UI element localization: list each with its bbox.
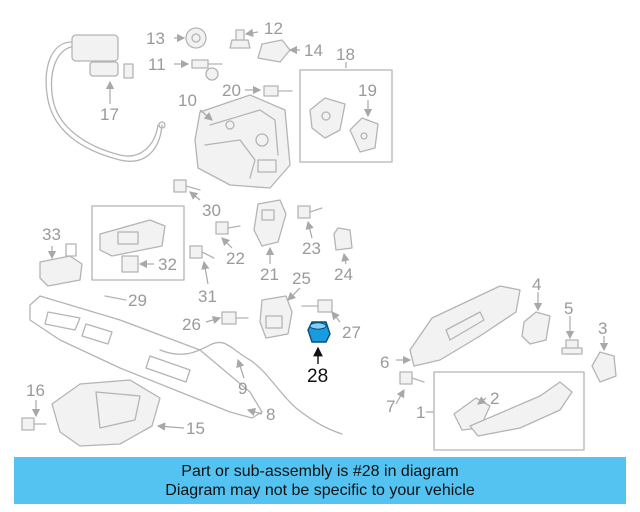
- door-latch-part: [194, 94, 291, 189]
- callout-30: 30: [202, 201, 221, 220]
- callout-28: 28: [307, 366, 328, 387]
- callout-9: 9: [238, 379, 247, 398]
- callout-5: 5: [564, 299, 573, 318]
- cap-part: [257, 39, 291, 63]
- cap-3-part: [591, 351, 617, 383]
- seal-4-part: [521, 311, 551, 345]
- banner-line-part-number: Part or sub-assembly is #28 in diagram: [181, 462, 459, 480]
- parts-diagram: 13 12 14 18 11 20 19 10 17 30 33 23 22 3…: [21, 19, 617, 451]
- handle-base-6-part: [409, 285, 521, 367]
- callout-19: 19: [358, 81, 377, 100]
- striker-kit-box: [299, 69, 393, 163]
- callout-10: 10: [178, 91, 197, 110]
- bolt-7-part: [399, 371, 425, 385]
- callout-6: 6: [380, 353, 389, 372]
- callout-2: 2: [490, 389, 499, 408]
- connector-33-part: [39, 243, 83, 287]
- bolt-23-part: [297, 205, 323, 219]
- callout-16: 16: [26, 381, 45, 400]
- cable-9-part: [104, 295, 343, 435]
- leader-lines: [31, 28, 609, 431]
- callout-22: 22: [226, 249, 245, 268]
- callout-25: 25: [292, 269, 311, 288]
- callout-27: 27: [342, 323, 361, 342]
- bolt-22-part: [215, 221, 241, 235]
- cap-24-part: [333, 227, 353, 251]
- callout-23: 23: [302, 239, 321, 258]
- callout-20: 20: [222, 81, 241, 100]
- release-cable-part: [45, 34, 166, 162]
- bolt-27-part: [301, 299, 333, 313]
- callout-29: 29: [128, 291, 147, 310]
- callout-13: 13: [146, 29, 165, 48]
- bracket-25-part: [259, 295, 293, 339]
- bolt-31-part: [189, 245, 215, 259]
- callout-8: 8: [266, 405, 275, 424]
- callout-17: 17: [100, 105, 119, 124]
- callout-12: 12: [264, 19, 283, 38]
- callout-11: 11: [148, 55, 166, 74]
- bolt-16-part: [21, 417, 47, 431]
- callout-15: 15: [186, 419, 205, 438]
- callout-7: 7: [386, 397, 395, 416]
- callout-21: 21: [260, 265, 279, 284]
- callout-31: 31: [198, 287, 217, 306]
- pin-part: [229, 29, 251, 49]
- callout-32: 32: [158, 255, 177, 274]
- bolt-11-part: [191, 59, 223, 81]
- handle-carrier-15-part: [51, 379, 161, 447]
- handle-kit-1-box: [433, 371, 585, 451]
- callout-3: 3: [598, 319, 607, 338]
- callout-26: 26: [182, 315, 201, 334]
- bolt-30-part: [173, 179, 201, 193]
- sensor-kit-box: [91, 205, 185, 281]
- banner-line-disclaimer: Diagram may not be specific to your vehi…: [165, 481, 475, 499]
- callout-24: 24: [334, 265, 353, 284]
- grommet-part: [185, 27, 207, 49]
- callout-4: 4: [532, 275, 541, 294]
- callout-14: 14: [304, 41, 323, 60]
- bolt-26-part: [221, 311, 249, 325]
- callout-33: 33: [42, 225, 61, 244]
- callout-labels: 13 12 14 18 11 20 19 10 17 30 33 23 22 3…: [26, 19, 607, 438]
- callout-1: 1: [416, 403, 425, 422]
- callout-18: 18: [336, 45, 355, 64]
- bolt-20-part: [263, 85, 293, 97]
- info-banner: Part or sub-assembly is #28 in diagram D…: [14, 457, 626, 504]
- bolt-5-part: [561, 339, 583, 355]
- bracket-21-part: [253, 199, 287, 247]
- highlighted-part-28: [307, 321, 331, 343]
- door-module-part: [29, 295, 263, 419]
